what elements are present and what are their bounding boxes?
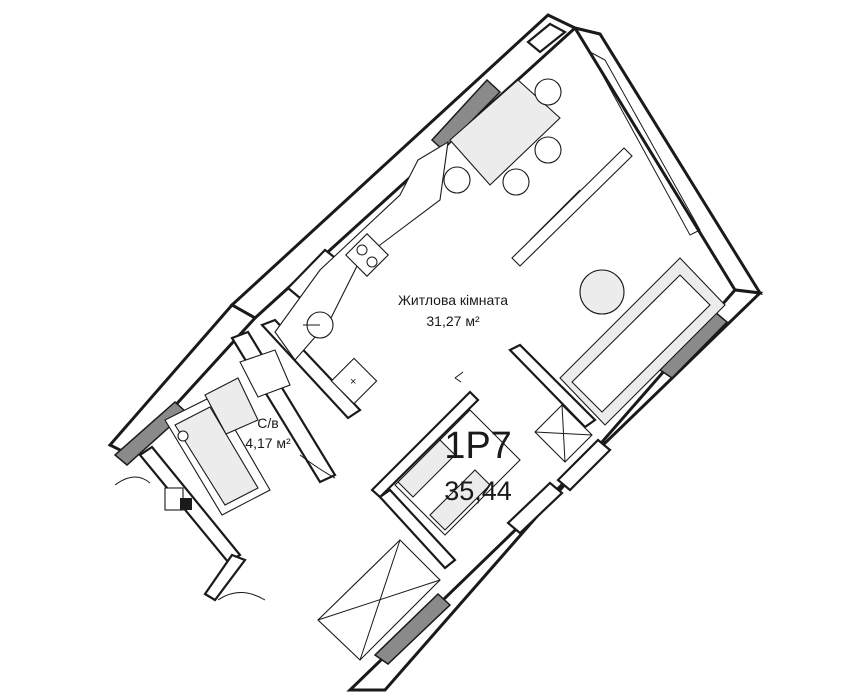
windows — [286, 22, 701, 535]
living-room-area: 31,27 м² — [426, 313, 480, 329]
svg-text:×: × — [350, 376, 356, 388]
apartment-code: 1Р7 — [444, 425, 512, 467]
living-room-name: Житлова кімната — [398, 292, 508, 308]
dining — [443, 78, 562, 196]
bathroom-area: 4,17 м² — [245, 435, 291, 451]
apartment-total-area: 35,44 — [444, 476, 512, 506]
bathroom-name: С/в — [257, 415, 278, 431]
living-furniture — [511, 147, 726, 463]
entry-door-arc — [217, 592, 266, 601]
arrow-icon — [454, 371, 464, 383]
balcony — [317, 539, 441, 661]
bathroom-fixtures — [114, 349, 336, 516]
wardrobe-room — [394, 409, 521, 536]
kitchen: × — [274, 140, 449, 405]
